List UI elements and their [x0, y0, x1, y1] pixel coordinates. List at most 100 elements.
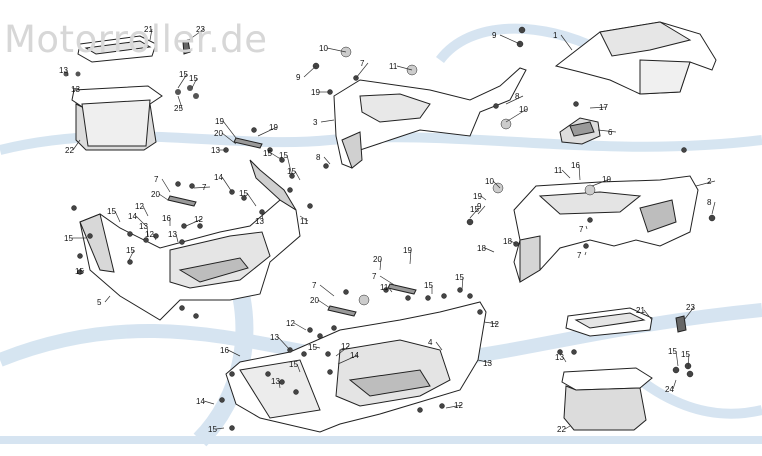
- leader-line: [221, 132, 237, 145]
- callout-number: 11: [554, 166, 563, 175]
- leader-lines: [66, 28, 716, 430]
- leader-line: [355, 62, 369, 79]
- leader-line: [597, 129, 617, 133]
- leader-line: [589, 106, 608, 109]
- callout-number: 15: [107, 207, 116, 216]
- leader-line: [66, 69, 69, 77]
- leader-line: [299, 215, 309, 222]
- callout-number: 9: [492, 31, 497, 40]
- callout-number: 8: [707, 198, 712, 207]
- leader-line: [193, 186, 211, 189]
- callout-number: 19: [403, 246, 412, 255]
- part-6-cover: [559, 117, 601, 145]
- leader-line: [323, 156, 331, 165]
- callout-number: 19: [215, 117, 224, 126]
- leader-line: [469, 208, 479, 219]
- leader-line: [135, 215, 147, 227]
- callout-number: 12: [286, 319, 295, 328]
- leader-line: [435, 341, 443, 351]
- leader-line: [257, 126, 278, 137]
- leader-line: [477, 359, 492, 364]
- callout-number: 13: [270, 333, 279, 342]
- part-2-side-panel: [513, 175, 699, 283]
- callout-number: 15: [179, 70, 188, 79]
- callout-number: 23: [196, 25, 205, 34]
- leader-line: [675, 350, 679, 367]
- leader-line: [695, 180, 716, 187]
- leader-line: [585, 225, 588, 230]
- leader-line: [142, 205, 149, 217]
- leader-line: [492, 180, 501, 189]
- callout-number: 15: [289, 360, 298, 369]
- callout-number: 8: [515, 92, 520, 101]
- leader-line: [326, 47, 347, 53]
- callout-number: 18: [477, 244, 486, 253]
- fasteners: [71, 26, 716, 431]
- leader-line: [591, 178, 611, 187]
- callout-number: 8: [316, 153, 321, 162]
- callout-number: 18: [503, 237, 512, 246]
- callout-number: 7: [312, 281, 317, 290]
- part-5-left-footwell: [79, 159, 301, 321]
- leader-line: [483, 321, 499, 325]
- callout-number: 6: [608, 128, 613, 137]
- leader-line: [320, 119, 335, 123]
- leader-line: [278, 380, 281, 389]
- part-21-seat-pad-bottom: [565, 307, 653, 337]
- leader-line: [161, 178, 171, 193]
- callout-number: 2: [707, 177, 712, 186]
- part-1-front-hood: [554, 21, 717, 95]
- leader-line: [215, 427, 225, 430]
- leader-line: [246, 192, 257, 207]
- leader-line: [484, 247, 495, 253]
- callout-number: 5: [97, 298, 102, 307]
- leader-line: [505, 108, 528, 123]
- part-22-storage-box-bottom: [561, 367, 653, 431]
- callout-number: 9: [296, 73, 301, 82]
- leader-line: [561, 169, 571, 179]
- callout-number: 9: [477, 202, 482, 211]
- leader-line: [379, 275, 397, 287]
- leader-line: [71, 87, 80, 90]
- leader-line: [185, 218, 203, 227]
- callout-number: 15: [424, 281, 433, 290]
- callout-number: 7: [577, 251, 582, 260]
- callout-number: 19: [269, 123, 278, 132]
- callout-number: 10: [519, 105, 528, 114]
- leader-line: [683, 306, 695, 321]
- callout-number: 15: [75, 267, 84, 276]
- callout-number: 3: [313, 118, 318, 127]
- leader-line: [303, 65, 317, 78]
- callout-number: 22: [65, 146, 74, 155]
- leader-line: [270, 152, 283, 161]
- leader-line: [152, 233, 157, 241]
- callout-number: 13: [59, 66, 68, 75]
- part-23-bracket: [182, 39, 191, 55]
- callout-number: 20: [373, 255, 382, 264]
- callout-number: 14: [350, 351, 359, 360]
- callout-number: 20: [214, 129, 223, 138]
- callout-number: 1: [553, 31, 558, 40]
- leader-line: [294, 170, 301, 181]
- leader-line: [185, 28, 205, 43]
- leader-line: [409, 249, 412, 265]
- leader-line: [584, 251, 587, 256]
- callout-number: 15: [279, 151, 288, 160]
- callout-number: 20: [310, 296, 319, 305]
- callout-number: 13: [168, 230, 177, 239]
- part-21-seat-pad: [77, 35, 157, 63]
- callout-number: 16: [162, 214, 171, 223]
- callout-number: 19: [311, 88, 320, 97]
- callout-number: 15: [455, 273, 464, 282]
- callout-number: 12: [454, 401, 463, 410]
- leader-line: [82, 269, 85, 272]
- callout-number: 7: [360, 59, 365, 68]
- callout-number: 13: [139, 222, 148, 231]
- leader-line: [227, 349, 241, 357]
- callout-number: 19: [473, 192, 482, 201]
- callout-number: 11: [389, 62, 398, 71]
- leader-line: [578, 164, 581, 181]
